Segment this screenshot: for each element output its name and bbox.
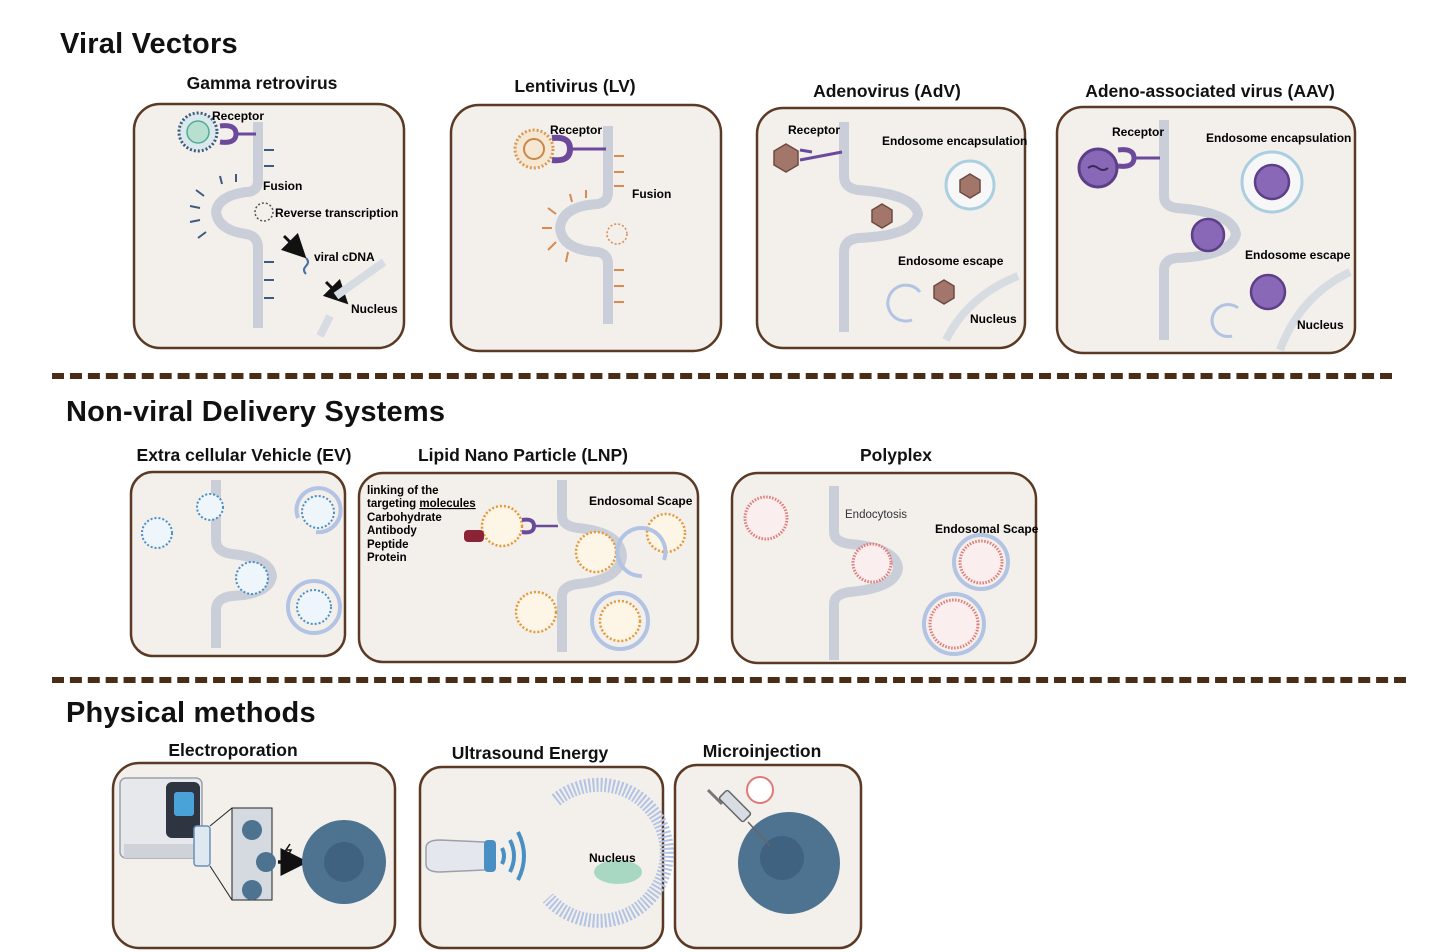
panel-title-lentivirus: Lentivirus (LV) (514, 76, 636, 96)
syringe-icon (706, 788, 771, 847)
cell-membrane (839, 122, 924, 332)
label-targeting: targeting molecules (367, 498, 476, 510)
label-endosomal-scape: Endosomal Scape (589, 494, 693, 508)
section-title-viral-vectors: Viral Vectors (60, 28, 238, 60)
label-linking: linking of the (367, 485, 439, 497)
viral-cdna-icon (303, 257, 309, 275)
panel-polyplex: Endocytosis Endosomal Scape (730, 471, 1039, 665)
divider-2 (52, 677, 1406, 683)
ev-particles-icon (141, 493, 335, 625)
lentivirus-particle-icon (513, 128, 555, 170)
panel-title-electroporation: Electroporation (168, 740, 298, 760)
cell-membrane (829, 486, 904, 660)
nuclear-membrane (316, 258, 387, 338)
adenovirus-escape-icon (933, 279, 955, 305)
label-fusion: Fusion (263, 179, 302, 193)
label-receptor: Receptor (1112, 125, 1164, 139)
label-antibody: Antibody (367, 525, 417, 537)
label-receptor: Receptor (550, 123, 602, 137)
aav-escape-icon (1249, 273, 1287, 311)
label-protein: Protein (367, 552, 407, 564)
label-reverse-transcription: Reverse transcription (275, 206, 398, 220)
label-endosome-escape: Endosome escape (1245, 248, 1351, 262)
cell-membrane (210, 122, 263, 328)
cell-membrane (211, 480, 278, 648)
panel-lnp: linking of the targeting molecules Carbo… (357, 471, 700, 664)
label-nucleus: Nucleus (970, 312, 1017, 326)
label-receptor: Receptor (212, 109, 264, 123)
label-endocytosis: Endocytosis (845, 509, 907, 521)
label-endosome-escape: Endosome escape (898, 254, 1004, 268)
envelope-spikes (189, 149, 274, 299)
panel-ultrasound: Nucleus (418, 765, 674, 950)
section-title-physical: Physical methods (66, 697, 316, 729)
panel-lentivirus: Receptor Fusion (449, 103, 723, 353)
panel-title-adenovirus: Adenovirus (AdV) (813, 81, 961, 101)
lnp-particles-icon (480, 504, 687, 643)
cuvette-icon (193, 825, 211, 867)
label-receptor: Receptor (788, 123, 840, 137)
targeting-molecule-icon (464, 530, 484, 542)
divider-1 (52, 373, 1392, 379)
cell-membrane (557, 480, 628, 652)
electric-pulse-icon (284, 843, 293, 858)
sound-waves-icon (500, 831, 526, 881)
label-nucleus: Nucleus (589, 851, 636, 865)
capsid-icon (254, 202, 274, 222)
panel-gamma-retrovirus: Receptor Fusion Reverse transcription vi… (132, 102, 406, 350)
label-nucleus: Nucleus (351, 302, 398, 316)
ultrasound-probe-icon (425, 839, 496, 873)
panel-microinjection (673, 763, 863, 950)
panel-title-polyplex: Polyplex (860, 445, 932, 465)
panel-electroporation (111, 761, 397, 950)
label-endosome-encapsulation: Endosome encapsulation (1206, 131, 1351, 145)
label-nucleus: Nucleus (1297, 318, 1344, 332)
retrovirus-particle-icon (177, 111, 219, 153)
panel-aav: Receptor Endosome encapsulation Endosome… (1055, 105, 1357, 355)
label-endosome-encapsulation: Endosome encapsulation (882, 134, 1027, 148)
envelope-spikes (542, 155, 624, 303)
cell-membrane (1159, 120, 1242, 340)
aav-internalized-icon (1190, 217, 1226, 253)
cell-membrane-pore (542, 777, 674, 928)
zoom-inset-icon (746, 776, 774, 804)
label-endosomal-scape: Endosomal Scape (935, 522, 1039, 536)
label-peptide: Peptide (367, 539, 409, 551)
panel-title-microinjection: Microinjection (702, 741, 822, 761)
aav-particle-icon (1077, 147, 1119, 189)
cell-membrane (554, 126, 613, 324)
section-title-non-viral: Non-viral Delivery Systems (66, 396, 446, 428)
nucleus-icon (594, 860, 642, 884)
adenovirus-internalized-icon (871, 203, 893, 229)
nuclear-membrane (1276, 268, 1352, 352)
panel-title-ultrasound: Ultrasound Energy (451, 743, 609, 763)
polyplex-particles-icon (743, 495, 1004, 650)
nuclear-membrane (942, 272, 1020, 342)
label-viral-cdna: viral cDNA (314, 250, 375, 264)
capsid-icon (606, 223, 628, 245)
label-fusion: Fusion (632, 187, 671, 201)
adenovirus-particle-icon (773, 143, 799, 173)
panel-adenovirus: Receptor Endosome encapsulation Endosome… (755, 106, 1027, 350)
panel-title-lnp: Lipid Nano Particle (LNP) (417, 445, 629, 465)
electroporator-device-icon (119, 777, 203, 859)
label-carbohydrate: Carbohydrate (367, 512, 442, 524)
cells-in-cuvette-icon (242, 820, 276, 900)
panel-ev (129, 470, 347, 658)
panel-title-ev: Extra cellular Vehicle (EV) (136, 445, 352, 465)
panel-title-aav: Adeno-associated virus (AAV) (1085, 81, 1335, 101)
panel-title-gamma: Gamma retrovirus (186, 73, 338, 93)
